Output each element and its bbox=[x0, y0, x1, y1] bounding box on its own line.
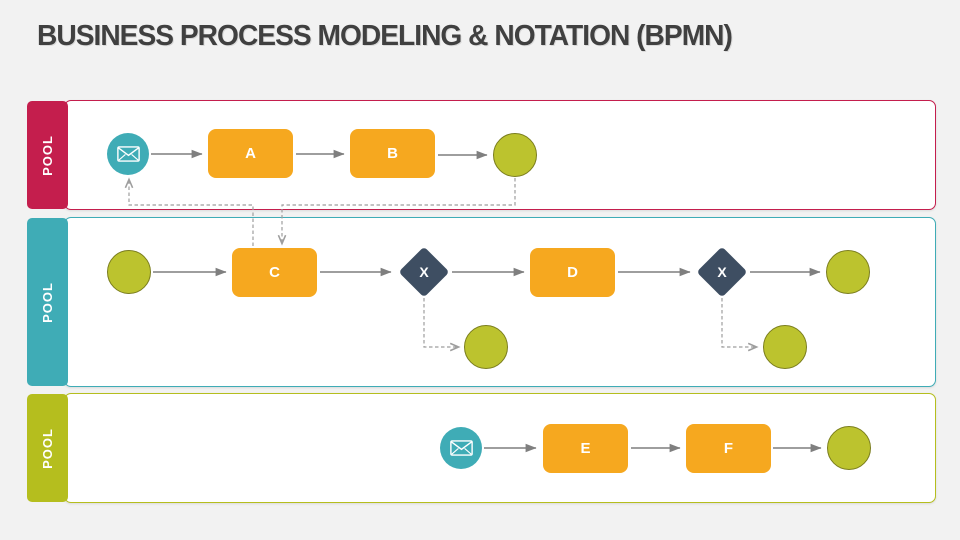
pool-2-label: POOL bbox=[27, 218, 68, 386]
pool-2-end-event bbox=[826, 250, 870, 294]
gateway-2: X bbox=[696, 246, 748, 298]
task-c: C bbox=[232, 248, 317, 297]
task-a: A bbox=[208, 129, 293, 178]
gateway-1-label: X bbox=[419, 264, 429, 280]
pool-2-start-event bbox=[107, 250, 151, 294]
task-f: F bbox=[686, 424, 771, 473]
pool-1-message-start-event bbox=[107, 133, 149, 175]
message-flows bbox=[124, 177, 759, 352]
envelope-icon bbox=[116, 146, 140, 162]
pool-3-message-start-event bbox=[440, 427, 482, 469]
pool-3-label: POOL bbox=[27, 394, 68, 502]
gateway-1: X bbox=[398, 246, 450, 298]
task-c-label: C bbox=[269, 264, 280, 281]
pool-3-label-text: POOL bbox=[40, 427, 55, 469]
pool-2-label-text: POOL bbox=[40, 281, 55, 323]
gateway-2-branch-end-event bbox=[763, 325, 807, 369]
message-flow-pool1-end-to-c bbox=[277, 178, 516, 246]
task-a-label: A bbox=[245, 145, 256, 162]
task-f-label: F bbox=[723, 440, 734, 457]
slide-title: BUSINESS PROCESS MODELING & NOTATION (BP… bbox=[37, 20, 733, 52]
pool-1-end-event bbox=[493, 133, 537, 177]
envelope-icon bbox=[449, 440, 473, 456]
pool-1-label-text: POOL bbox=[40, 134, 55, 176]
task-e-label: E bbox=[580, 440, 591, 457]
task-b-label: B bbox=[387, 145, 398, 162]
gateway-2-branch-flow bbox=[721, 298, 759, 352]
pool-1-sequence-arrows bbox=[151, 149, 488, 160]
message-flow-c-to-pool1-start bbox=[124, 177, 254, 246]
task-e: E bbox=[543, 424, 628, 473]
task-d-label: D bbox=[567, 264, 578, 281]
gateway-2-label: X bbox=[717, 264, 727, 280]
pool-3-end-event bbox=[827, 426, 871, 470]
gateway-1-branch-end-event bbox=[464, 325, 508, 369]
task-b: B bbox=[350, 129, 435, 178]
task-d: D bbox=[530, 248, 615, 297]
gateway-1-branch-flow bbox=[423, 298, 461, 352]
pool-1-label: POOL bbox=[27, 101, 68, 209]
